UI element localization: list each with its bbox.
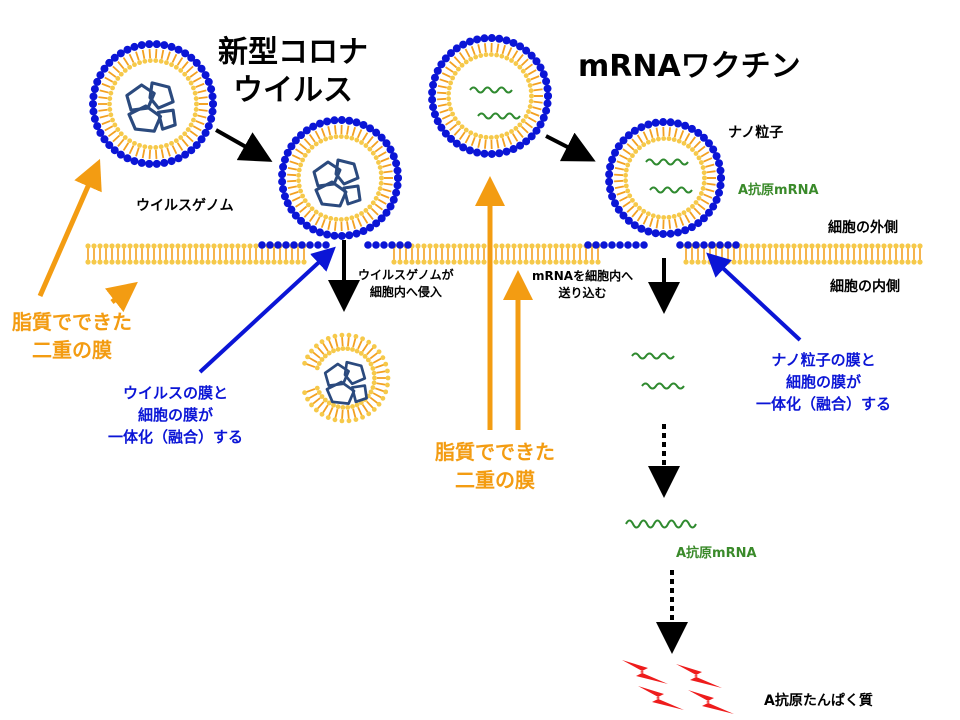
antigen-protein-label: A抗原たんぱく質 (764, 693, 873, 709)
mrna-strand-1a (469, 86, 513, 94)
mrna-strand-2b (649, 186, 693, 194)
virus-fused-heads-right (364, 241, 412, 249)
arrow-virus-approach (215, 128, 273, 162)
lipid-nanoparticle-1 (428, 34, 552, 158)
arrow-virus-fusion (198, 246, 336, 374)
cell-membrane-group (85, 241, 923, 265)
virus-genome-released (323, 360, 368, 405)
protein-group (622, 660, 734, 714)
genome-entry-label: ウイルスゲノムが 細胞内へ侵入 (358, 267, 454, 301)
virus-particle-2 (278, 116, 402, 240)
virus-title-line-2: ウイルス (233, 73, 353, 108)
antigen-protein-bolt-3 (638, 686, 684, 710)
virus-fusion-line-3: 一体化（融合）する (108, 428, 244, 446)
virus-genome-2 (312, 158, 362, 208)
inside-cell-label: 細胞の内側 (830, 279, 900, 295)
nano-fusion-line-2: 細胞の膜が (786, 373, 862, 391)
lipid-bilayer-label-left: 脂質でできた 二重の膜 (12, 308, 132, 364)
virus-title-line-1: 新型コロナ (218, 35, 368, 70)
genome-entry-line-2: 細胞内へ侵入 (369, 285, 442, 299)
mrna-group (469, 86, 697, 529)
lipid-bilayer-label-center: 脂質でできた 二重の膜 (435, 438, 555, 494)
antigen-mrna-label-top: A抗原mRNA (738, 183, 819, 198)
released-virus-partial-shell (302, 332, 391, 424)
nano-fusion-line-1: ナノ粒子の膜と (771, 351, 876, 369)
antigen-mrna-label-bottom: A抗原mRNA (676, 546, 757, 561)
lipid-center-line-2: 二重の膜 (455, 468, 535, 492)
mrna-strand-3a (631, 352, 675, 360)
arrow-nanoparticle-approach (545, 132, 596, 162)
outside-cell-label: 細胞の外側 (828, 220, 898, 236)
nano-fusion-label: ナノ粒子の膜と 細胞の膜が 一体化（融合）する (756, 349, 891, 415)
vaccine-title: mRNAワクチン (578, 49, 801, 84)
virus-title: 新型コロナ ウイルス (218, 34, 368, 110)
arrow-nano-fusion (706, 252, 802, 342)
antigen-protein-bolt-4 (688, 690, 734, 714)
nano-fusion-line-3: 一体化（融合）する (756, 395, 892, 413)
antigen-protein-bolt-1 (622, 660, 668, 684)
genome-entry-line-1: ウイルスゲノムが (358, 268, 454, 282)
mrna-strand-translated (625, 519, 697, 529)
arrow-group (37, 128, 802, 654)
antigen-protein-bolt-2 (676, 664, 722, 688)
lipid-nanoparticle-2 (605, 118, 725, 238)
arrow-lipid-to-virus (37, 158, 102, 298)
virus-genome-label: ウイルスゲノム (136, 198, 234, 214)
lipid-left-line-2: 二重の膜 (32, 338, 112, 362)
virus-particle-1 (89, 40, 217, 168)
cell-membrane-segment-2 (391, 243, 601, 265)
lipid-left-line-1: 脂質でできた (12, 310, 132, 334)
mrna-strand-2a (645, 158, 689, 166)
nano-fused-heads-right (676, 241, 740, 249)
virus-fused-heads-left (258, 241, 330, 249)
arrow-lipid-to-membrane (105, 281, 138, 313)
mrna-delivery-line-1: mRNAを細胞内へ (532, 269, 634, 283)
virus-fusion-line-1: ウイルスの膜と (123, 384, 229, 402)
mrna-delivery-line-2: 送り込む (558, 286, 607, 300)
lipid-center-line-1: 脂質でできた (435, 440, 555, 464)
mrna-strand-3b (641, 382, 685, 390)
nanoparticle-label: ナノ粒子 (728, 125, 784, 141)
mrna-strand-1b (477, 112, 521, 120)
virus-fusion-label: ウイルスの膜と 細胞の膜が 一体化（融合）する (108, 382, 243, 448)
virus-genome-1 (125, 81, 177, 133)
mrna-delivery-label: mRNAを細胞内へ 送り込む (532, 268, 633, 302)
particle-group (89, 34, 725, 424)
virus-fusion-line-2: 細胞の膜が (138, 406, 214, 424)
nano-fused-heads-left (584, 241, 648, 249)
genome-group (125, 81, 368, 405)
